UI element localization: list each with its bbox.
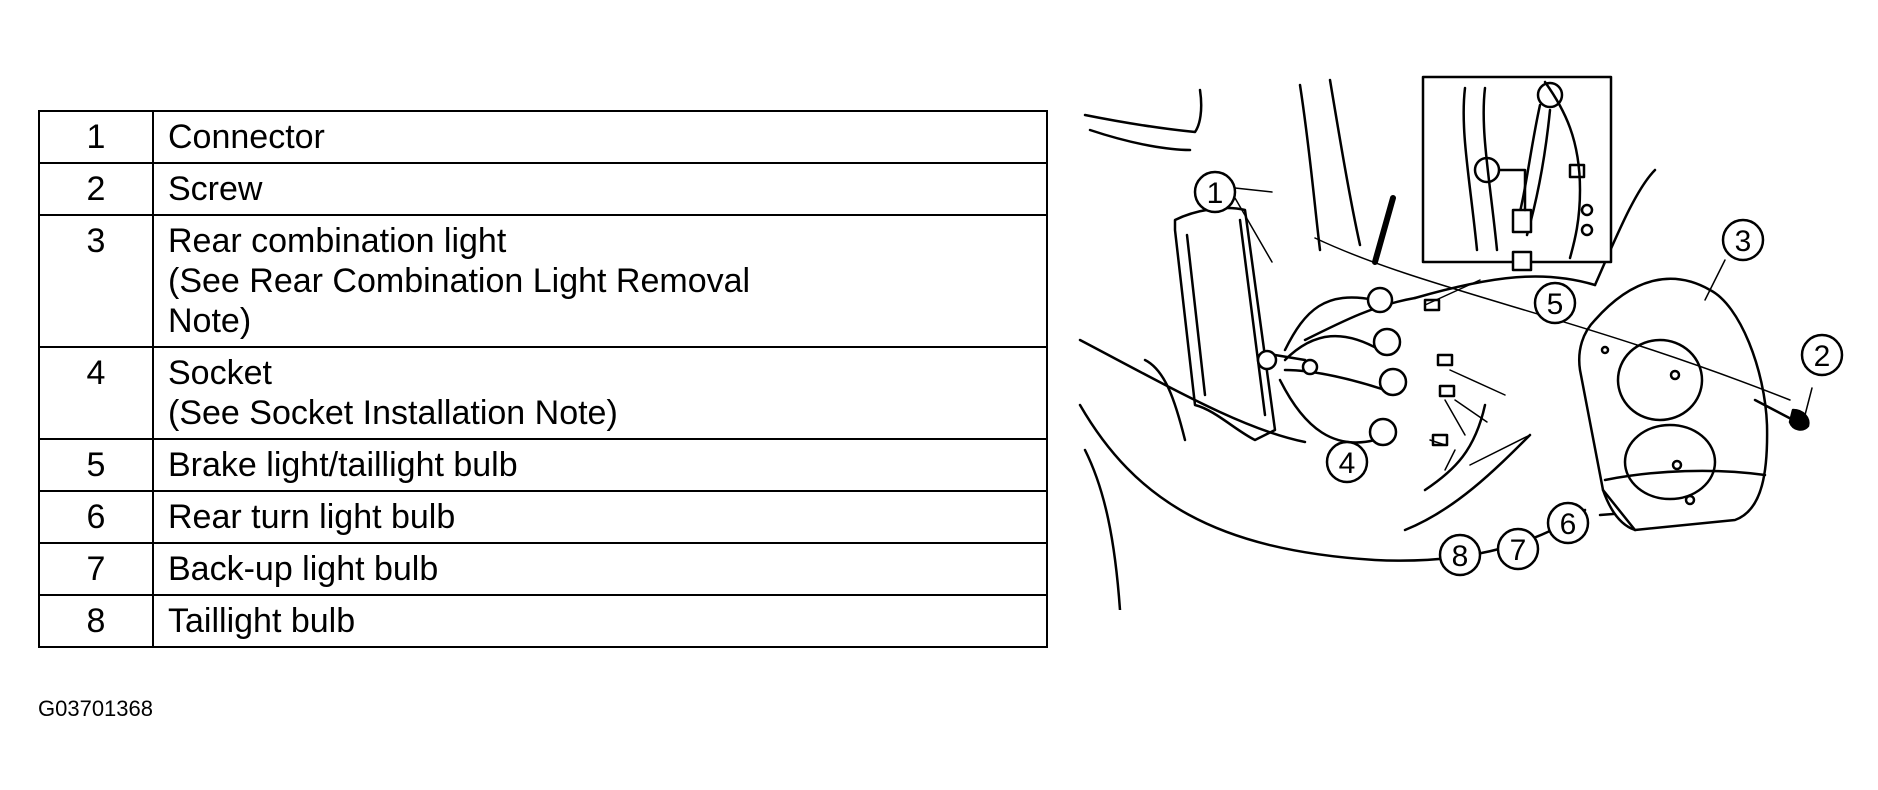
bulbs bbox=[1423, 298, 1456, 447]
callout-5: 5 bbox=[1533, 281, 1577, 325]
callout-7: 7 bbox=[1496, 527, 1540, 571]
connector-inset bbox=[1372, 75, 1613, 272]
callout-4: 4 bbox=[1325, 440, 1369, 484]
part-number: 6 bbox=[38, 490, 154, 544]
leader-lines bbox=[1234, 187, 1813, 471]
callout-6: 6 bbox=[1546, 501, 1590, 545]
part-description: Rear turn light bulb bbox=[152, 490, 1048, 544]
table-row: 4 Socket (See Socket Installation Note) bbox=[38, 346, 1048, 440]
figure-id: G03701368 bbox=[38, 696, 153, 721]
callout-3: 3 bbox=[1721, 218, 1765, 262]
table-row: 3 Rear combination light (See Rear Combi… bbox=[38, 214, 1048, 348]
part-number: 3 bbox=[38, 214, 154, 348]
callout-1: 1 bbox=[1193, 170, 1237, 214]
part-number: 7 bbox=[38, 542, 154, 596]
part-number: 2 bbox=[38, 162, 154, 216]
part-description: Rear combination light (See Rear Combina… bbox=[152, 214, 1048, 348]
part-description: Screw bbox=[152, 162, 1048, 216]
part-description: Connector bbox=[152, 110, 1048, 164]
table-row: 1 Connector bbox=[38, 110, 1048, 164]
callout-label: 4 bbox=[1339, 447, 1356, 480]
callout-label: 5 bbox=[1547, 288, 1564, 321]
callout-2: 2 bbox=[1800, 333, 1844, 377]
table-row: 7 Back-up light bulb bbox=[38, 542, 1048, 596]
screw-icon bbox=[1753, 398, 1810, 431]
table-row: 6 Rear turn light bulb bbox=[38, 490, 1048, 544]
rear-combination-light-lamp bbox=[1578, 277, 1769, 532]
callout-label: 3 bbox=[1735, 225, 1752, 258]
part-description: Taillight bulb bbox=[152, 594, 1048, 648]
part-number: 5 bbox=[38, 438, 154, 492]
vehicle-body-outline bbox=[1078, 78, 1667, 610]
socket-harness bbox=[1256, 286, 1408, 447]
part-number: 8 bbox=[38, 594, 154, 648]
parts-legend-table: 1 Connector 2 Screw 3 Rear combination l… bbox=[38, 110, 1048, 648]
part-number: 4 bbox=[38, 346, 154, 440]
callout-label: 2 bbox=[1814, 340, 1831, 373]
table-row: 5 Brake light/taillight bulb bbox=[38, 438, 1048, 492]
table-row: 8 Taillight bulb bbox=[38, 594, 1048, 648]
callout-label: 6 bbox=[1560, 508, 1577, 541]
part-description: Socket (See Socket Installation Note) bbox=[152, 346, 1048, 440]
callout-label: 8 bbox=[1452, 540, 1469, 573]
callout-label: 1 bbox=[1207, 177, 1224, 210]
part-description: Brake light/taillight bulb bbox=[152, 438, 1048, 492]
part-description: Back-up light bulb bbox=[152, 542, 1048, 596]
callout-8: 8 bbox=[1438, 533, 1482, 577]
callout-label: 7 bbox=[1510, 534, 1527, 567]
table-row: 2 Screw bbox=[38, 162, 1048, 216]
part-number: 1 bbox=[38, 110, 154, 164]
rear-combination-light-diagram: 1 2 3 4 5 6 7 8 bbox=[1078, 75, 1844, 610]
